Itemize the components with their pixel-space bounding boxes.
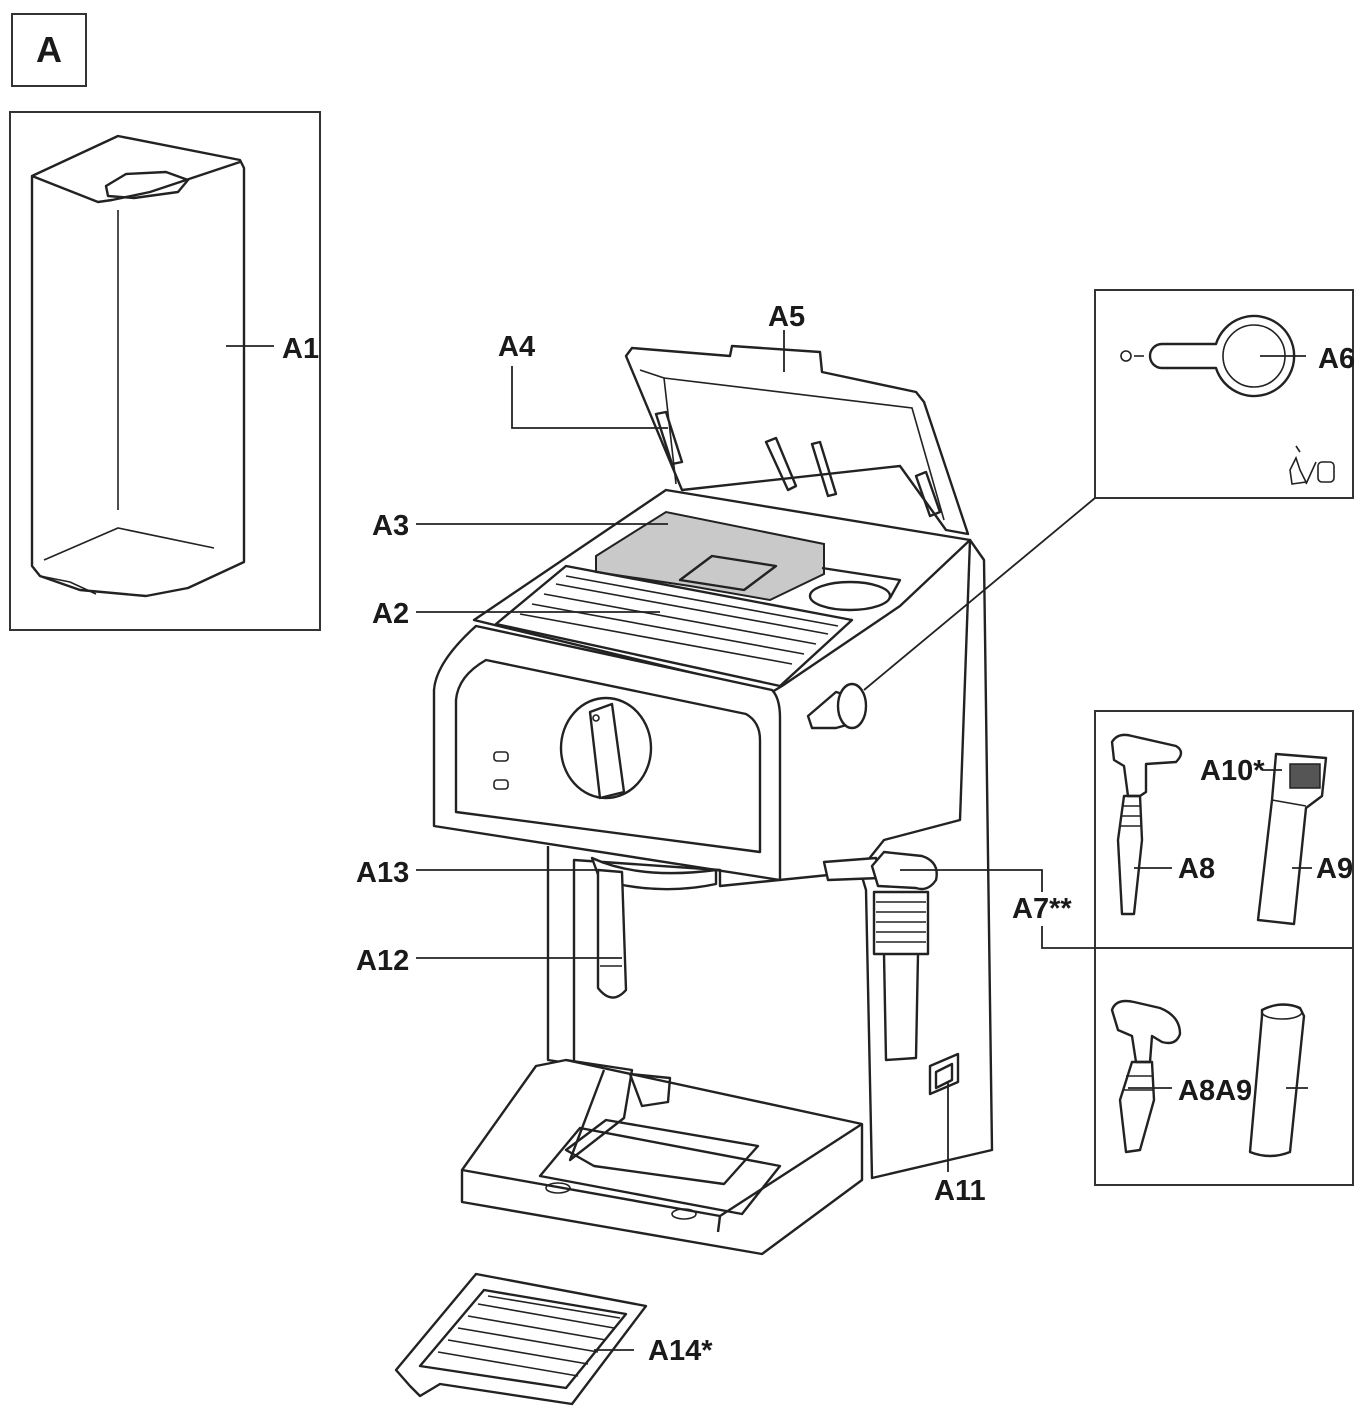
lid <box>624 344 970 536</box>
section-label-box: A <box>11 13 87 87</box>
callout-a3: A3 <box>372 510 409 542</box>
drip-tray <box>460 1058 864 1256</box>
indicator-lights <box>493 751 509 790</box>
water-window <box>596 868 628 999</box>
callout-a9: A9 <box>1316 853 1353 885</box>
section-label: A <box>36 29 62 70</box>
callout-labels: A1 A3 A2 A4 A5 A6 A7** A8 A9 A10* A8A9 A… <box>282 301 1355 1367</box>
steam-knob <box>806 682 868 730</box>
callout-a12: A12 <box>356 945 409 977</box>
callout-a2: A2 <box>372 598 409 630</box>
drip-tray-grille <box>394 1272 648 1406</box>
steam-symbol-icon <box>1289 445 1335 485</box>
frother-tip-drawing <box>1110 733 1183 916</box>
espresso-machine-drawing <box>394 344 1096 1406</box>
cup-warmer-grille <box>494 564 854 688</box>
callout-a13: A13 <box>356 857 409 889</box>
callout-a10: A10* <box>1200 755 1265 787</box>
callout-a14: A14* <box>648 1335 713 1367</box>
leader-lines <box>226 330 1312 1351</box>
steam-knob-inset <box>1094 289 1354 499</box>
callout-a8: A8 <box>1178 853 1215 885</box>
callout-a7: A7** <box>1012 893 1072 925</box>
control-dial <box>559 696 653 800</box>
water-tank-drawing <box>30 134 246 598</box>
callout-a1: A1 <box>282 333 319 365</box>
callout-a5: A5 <box>768 301 805 333</box>
callout-a6: A6 <box>1318 343 1355 375</box>
frother-combined-drawing <box>1110 999 1306 1158</box>
frother-sleeve-drawing <box>1256 752 1328 926</box>
callout-a8a9: A8A9 <box>1178 1075 1252 1107</box>
callout-a11: A11 <box>934 1175 986 1207</box>
callout-a4: A4 <box>498 331 535 363</box>
water-tank-panel <box>9 111 321 631</box>
